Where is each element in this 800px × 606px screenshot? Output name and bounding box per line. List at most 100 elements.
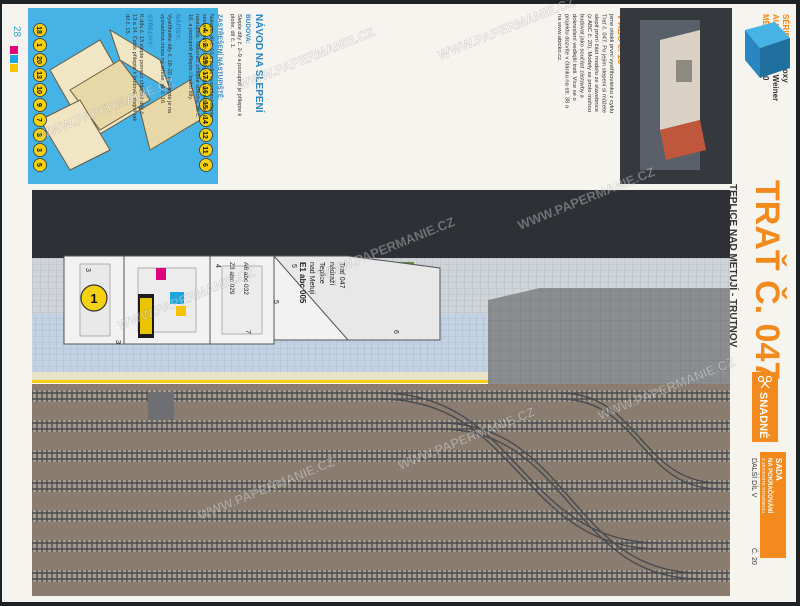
svg-text:4: 4	[201, 28, 208, 32]
instructions-column: NÁVOD NA SLEPENÍ BUDOVA:Slepte díly č. 2…	[124, 14, 266, 121]
svg-text:11: 11	[201, 146, 208, 154]
svg-text:13: 13	[35, 71, 42, 79]
box-logo-icon	[745, 22, 790, 78]
instruction-body-line: 16, a postupně přilepte i boční díly.	[187, 14, 193, 101]
intro-body-line: Trať č. 047. Po jejím slepení si můžete	[601, 14, 608, 113]
instruction-body-line: Vystřihněte díly č. 18–20 a přilepte je …	[166, 14, 172, 114]
track-switch	[379, 392, 661, 550]
callout-10: 10	[33, 83, 47, 97]
callout-1: 1	[33, 38, 47, 52]
svg-text:19: 19	[201, 56, 208, 64]
instructions-heading: NÁVOD NA SLEPENÍ	[253, 14, 266, 113]
callout-15: 15	[199, 98, 213, 112]
intro-body-line: budovat jako součást zástavby a	[578, 14, 584, 99]
subtitle: TEPLICE NAD METUJÍ - TRUTNOV	[727, 184, 740, 348]
svg-text:8: 8	[35, 133, 42, 137]
intro-body-line: jsme otiskli první vystřihovánku z cyklu	[608, 13, 614, 113]
callout-11: 11	[199, 143, 213, 157]
instruction-body-line: Nalepte díl č. 10 a podle vyznačení slep…	[208, 14, 214, 118]
track	[32, 480, 730, 492]
part-label: A8 abc 032	[242, 262, 249, 295]
svg-text:15: 15	[201, 101, 208, 109]
series-note-line2: NA POKRAČOVÁNÍ	[766, 458, 774, 513]
serial-badge	[760, 452, 786, 558]
series-note-line4: DALŠÍ DÍL V	[750, 458, 759, 498]
svg-text:18: 18	[35, 26, 42, 34]
svg-text:20: 20	[35, 56, 42, 64]
part-number: 5	[290, 264, 297, 268]
callout-3: 3	[33, 143, 47, 157]
callout-16: 16	[199, 83, 213, 97]
scissors-icon	[757, 375, 773, 389]
title: TRAŤ Č. 047	[748, 180, 787, 380]
depot-roof	[488, 288, 730, 412]
callout-14: 14	[199, 113, 213, 127]
instruction-title: NÁPISY:	[174, 14, 183, 40]
intro-body-line: dokreslení vedlejší trati. Více se o	[571, 14, 577, 101]
instruction-body-line: 13 a 14. Celek přilepte k budově, stejně…	[131, 14, 137, 121]
brand-letters	[10, 46, 18, 72]
callout-8: 8	[33, 128, 47, 142]
intro-body-line: projektu dozvíte v článku na str. 38 a	[564, 14, 570, 109]
instruction-title: STŘECHY:	[146, 14, 155, 47]
header: TRAŤ Č. 047 TEPLICE NAD METUJÍ - TRUTNOV…	[727, 4, 796, 602]
callout-19: 19	[199, 53, 213, 67]
track	[32, 510, 730, 522]
station-sign-line: Teplice	[318, 262, 325, 284]
callout-7: 7	[33, 113, 47, 127]
track	[32, 420, 730, 432]
track	[32, 570, 730, 582]
part-label: Z3 abc 029	[228, 262, 235, 295]
page-number: 28	[11, 26, 22, 38]
svg-text:3: 3	[35, 148, 42, 152]
svg-text:10: 10	[35, 86, 42, 94]
svg-text:9: 9	[35, 103, 42, 107]
svg-text:12: 12	[201, 131, 208, 139]
intro-body-line: slepit první část modelu ze stavebnice	[593, 14, 599, 112]
callout-9: 9	[33, 98, 47, 112]
instruction-title: ZASTŘEŠENÍ NÁSTUPIŠTĚ:	[216, 14, 225, 100]
asphalt-area	[32, 190, 730, 258]
callout-12: 12	[199, 128, 213, 142]
intro-body-line: na www.abicko.cz.	[556, 14, 562, 62]
platform-edge	[32, 372, 488, 382]
instruction-body-line: ploše, díl č. 1.	[229, 14, 235, 49]
callout-5: 5	[33, 158, 47, 172]
station-sign-line: nádraží	[328, 262, 335, 285]
svg-text:17: 17	[201, 71, 208, 79]
instruction-body-line: Slepte díly č. 2–9 a postupně je přilept…	[236, 14, 242, 117]
svg-text:1: 1	[35, 43, 42, 47]
instruction-body-line: díl č. 15.	[124, 14, 130, 36]
svg-text:2: 2	[201, 43, 208, 47]
author-value: Milan Weiner	[771, 52, 780, 101]
series-label: SÉRIE:	[781, 14, 790, 41]
instruction-body-line: vyznačená místa na střeše, díl č. 16.	[159, 14, 165, 105]
callout-4: 4	[199, 23, 213, 37]
part-number: 4	[214, 264, 221, 268]
instruction-body-line: nástupišti. Nakonec přilepte střechu, dí…	[194, 14, 200, 118]
part-1-number: 1	[90, 291, 97, 306]
instruction-body-line: K dílu č. 13 slepte pomocí chlopně díly …	[138, 14, 144, 116]
callout-2: 2	[199, 38, 213, 52]
svg-text:5: 5	[35, 163, 42, 167]
assembly-diagram: 18 1 20 13 10 9 7 8 3 5 4 2 19 17 16 15 14 12 11 6	[28, 8, 218, 184]
track-switch	[439, 422, 701, 580]
callout-20: 20	[33, 53, 47, 67]
callout-6: 6	[199, 158, 213, 172]
callout-17: 17	[199, 68, 213, 82]
track	[32, 450, 730, 462]
svg-text:14: 14	[201, 116, 208, 124]
series-note-issue: Č. 20	[750, 548, 759, 565]
instruction-body-line: sestavu stříšky. Stříšky a sloupy přilep…	[201, 14, 207, 118]
instruction-title: BUDOVA:	[244, 14, 251, 44]
model-photo	[620, 8, 732, 184]
part-1-badge	[80, 284, 108, 312]
series-note-line1: SADA	[774, 458, 783, 481]
part-number: 3	[114, 340, 121, 344]
difficulty-label: SNADNÉ	[757, 392, 770, 438]
station-sign-line: E1 abc 005	[298, 262, 307, 304]
svg-text:16: 16	[201, 86, 208, 94]
track-switch	[559, 392, 721, 490]
part-number: 5	[272, 300, 279, 304]
